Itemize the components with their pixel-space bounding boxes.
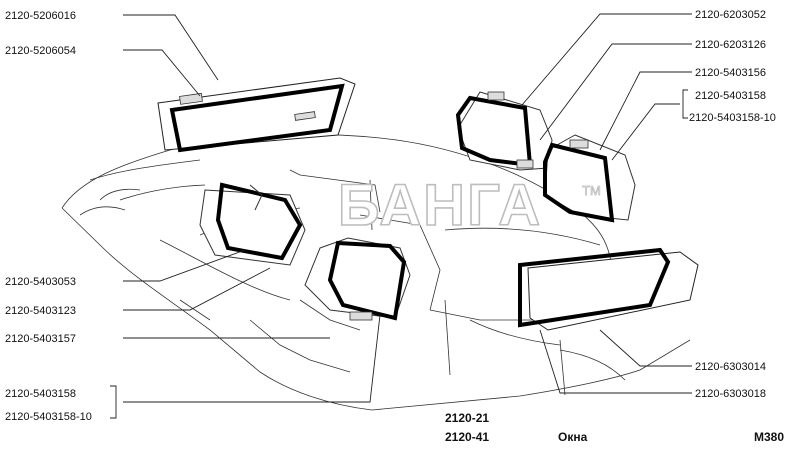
label-2120-5403156: 2120-5403156	[695, 67, 766, 79]
label-2120-5403123: 2120-5403123	[5, 305, 76, 317]
front-door-window	[199, 182, 306, 266]
model-code-2: 2120-41	[445, 430, 489, 444]
windshield-assembly	[157, 77, 356, 153]
model-code-1: 2120-21	[445, 411, 489, 425]
car-body-outline	[61, 133, 691, 411]
label-2120-5403053: 2120-5403053	[5, 276, 76, 288]
label-2120-5403158-10-top: 2120-5403158-10	[689, 112, 776, 124]
rear-window-assembly	[518, 247, 699, 331]
label-2120-6203052: 2120-6203052	[695, 9, 766, 21]
label-2120-6203126: 2120-6203126	[695, 39, 766, 51]
label-2120-5403157: 2120-5403157	[5, 333, 76, 345]
label-2120-5206016: 2120-5206016	[5, 10, 76, 22]
label-2120-5403158-bottom: 2120-5403158	[5, 388, 76, 400]
leader-lines	[123, 13, 692, 403]
brackets	[110, 89, 688, 419]
rear-quarter-window-2	[543, 134, 636, 223]
vent-window	[304, 237, 411, 321]
label-2120-5403158-10-bottom: 2120-5403158-10	[5, 411, 92, 423]
watermark-text: БАНГА	[338, 173, 542, 238]
diagram-code: M380	[754, 430, 784, 444]
watermark-tm: TM	[582, 183, 601, 198]
label-2120-6303018: 2120-6303018	[695, 388, 766, 400]
diagram-title: Окна	[558, 430, 588, 444]
label-2120-5403158-top: 2120-5403158	[695, 90, 766, 102]
label-2120-6303014: 2120-6303014	[695, 361, 766, 373]
label-2120-5206054: 2120-5206054	[5, 45, 76, 57]
rear-quarter-window-1	[455, 91, 553, 171]
